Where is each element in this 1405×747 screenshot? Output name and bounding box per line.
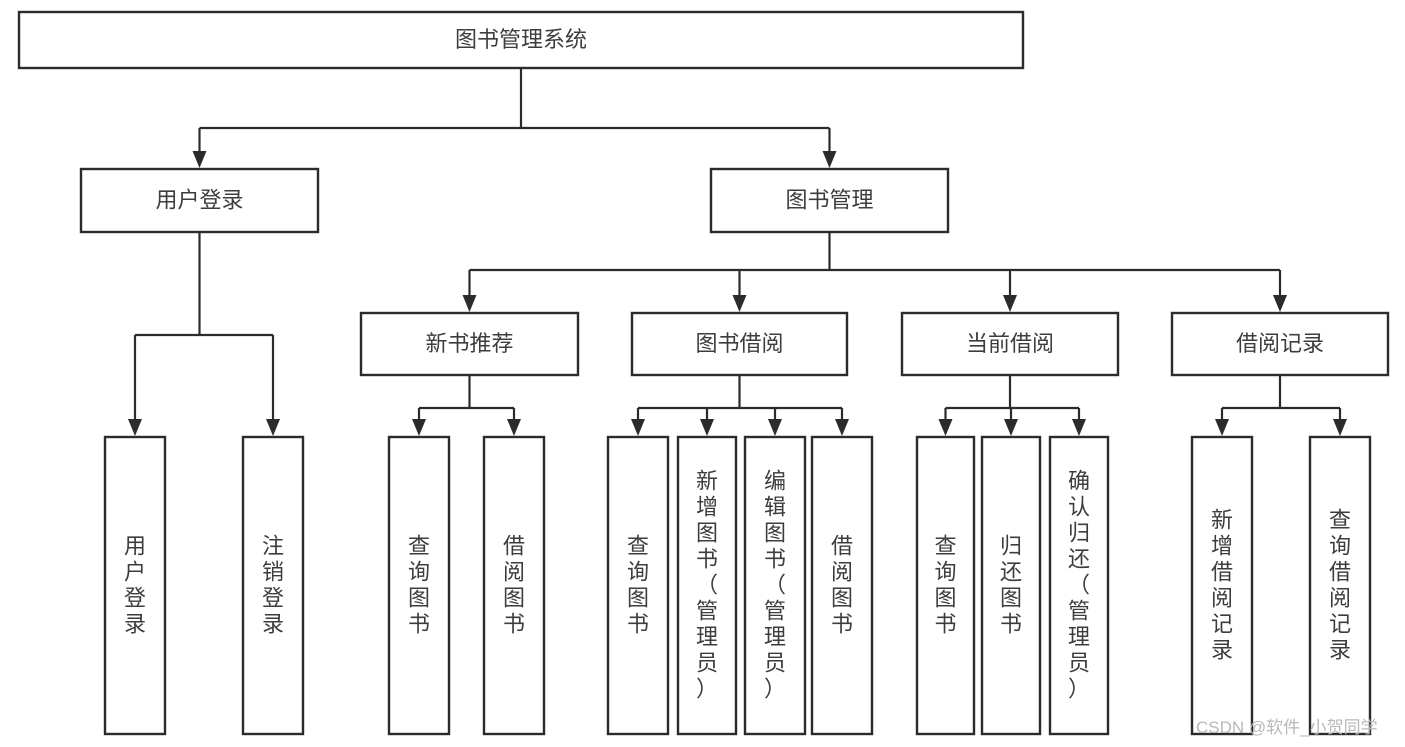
node-group[interactable]: 借阅记录 bbox=[1170, 311, 1390, 377]
arrow-head-icon bbox=[128, 419, 142, 436]
node-leaf[interactable]: 借阅图书 bbox=[810, 435, 874, 736]
node-box[interactable] bbox=[1170, 311, 1390, 377]
node-leaf[interactable]: 借阅图书 bbox=[482, 435, 546, 736]
node-label: 当前借阅 bbox=[966, 331, 1054, 356]
node-leaf[interactable]: 新增借阅记录 bbox=[1190, 435, 1254, 736]
arrow-head-icon bbox=[631, 419, 645, 436]
node-label: 新增借阅记录 bbox=[1211, 508, 1233, 663]
node-box[interactable] bbox=[900, 311, 1120, 377]
node-leaf[interactable]: 确认归还（管理员） bbox=[1048, 435, 1110, 736]
node-group[interactable]: 当前借阅 bbox=[900, 311, 1120, 377]
arrow-head-icon bbox=[938, 419, 953, 436]
node-box[interactable] bbox=[709, 167, 950, 234]
arrow-head-icon bbox=[1215, 419, 1229, 436]
node-label: 确认归还（管理员） bbox=[1068, 469, 1090, 702]
node-group[interactable]: 图书借阅 bbox=[630, 311, 849, 377]
node-label: 借阅记录 bbox=[1236, 331, 1324, 356]
node-leaf[interactable]: 新增图书（管理员） bbox=[676, 435, 738, 736]
arrow-head-icon bbox=[192, 151, 207, 168]
node-box[interactable] bbox=[482, 435, 546, 736]
node-label: 借阅图书 bbox=[503, 534, 525, 637]
connector-layer bbox=[128, 68, 1347, 436]
node-box[interactable] bbox=[606, 435, 670, 736]
arrow-head-icon bbox=[1003, 295, 1017, 312]
arrow-head-icon bbox=[732, 295, 747, 312]
node-layer: 图书管理系统用户登录图书管理用户登录注销登录新书推荐查询图书借阅图书图书借阅查询… bbox=[17, 10, 1390, 736]
node-box[interactable] bbox=[980, 435, 1042, 736]
node-label: 用户登录 bbox=[124, 534, 146, 637]
node-group[interactable]: 图书管理系统 bbox=[17, 10, 1025, 70]
node-group[interactable]: 用户登录 bbox=[79, 167, 320, 234]
arrow-head-icon bbox=[822, 151, 837, 168]
node-label: 编辑图书（管理员） bbox=[764, 469, 786, 702]
node-label: 新书推荐 bbox=[425, 331, 513, 356]
node-label: 查询借阅记录 bbox=[1329, 508, 1351, 663]
node-group[interactable]: 新书推荐 bbox=[359, 311, 580, 377]
node-box[interactable] bbox=[241, 435, 305, 736]
arrow-head-icon bbox=[768, 419, 782, 436]
arrow-head-icon bbox=[1004, 419, 1018, 436]
node-box[interactable] bbox=[1308, 435, 1372, 736]
csdn-watermark: CSDN @软件_小贺同学 bbox=[1196, 718, 1378, 737]
node-label: 图书借阅 bbox=[695, 331, 783, 356]
arrow-head-icon bbox=[462, 295, 477, 312]
node-box[interactable] bbox=[676, 435, 738, 736]
node-box[interactable] bbox=[630, 311, 849, 377]
node-leaf[interactable]: 查询图书 bbox=[915, 435, 976, 736]
node-box[interactable] bbox=[359, 311, 580, 377]
node-leaf[interactable]: 归还图书 bbox=[980, 435, 1042, 736]
node-label: 注销登录 bbox=[262, 534, 284, 637]
arrow-head-icon bbox=[412, 419, 426, 436]
node-leaf[interactable]: 注销登录 bbox=[241, 435, 305, 736]
arrow-head-icon bbox=[1273, 295, 1287, 312]
node-group[interactable]: 图书管理 bbox=[709, 167, 950, 234]
arrow-head-icon bbox=[835, 419, 849, 436]
node-leaf[interactable]: 查询借阅记录 bbox=[1308, 435, 1372, 736]
arrow-head-icon bbox=[266, 419, 280, 436]
node-label: 归还图书 bbox=[1000, 534, 1022, 637]
node-leaf[interactable]: 编辑图书（管理员） bbox=[743, 435, 807, 736]
node-box[interactable] bbox=[79, 167, 320, 234]
arrow-head-icon bbox=[1072, 419, 1086, 436]
node-leaf[interactable]: 用户登录 bbox=[103, 435, 167, 736]
node-box[interactable] bbox=[103, 435, 167, 736]
node-box[interactable] bbox=[17, 10, 1025, 70]
node-label: 查询图书 bbox=[934, 534, 956, 637]
node-label: 查询图书 bbox=[408, 534, 430, 637]
node-box[interactable] bbox=[743, 435, 807, 736]
node-box[interactable] bbox=[387, 435, 451, 736]
node-box[interactable] bbox=[1190, 435, 1254, 736]
arrow-head-icon bbox=[507, 419, 521, 436]
node-label: 借阅图书 bbox=[831, 534, 853, 637]
arrow-head-icon bbox=[1333, 419, 1347, 436]
node-leaf[interactable]: 查询图书 bbox=[606, 435, 670, 736]
node-box[interactable] bbox=[1048, 435, 1110, 736]
arrow-head-icon bbox=[700, 419, 714, 436]
node-label: 新增图书（管理员） bbox=[696, 469, 718, 702]
node-label: 查询图书 bbox=[627, 534, 649, 637]
node-label: 图书管理系统 bbox=[455, 27, 587, 52]
node-box[interactable] bbox=[810, 435, 874, 736]
node-leaf[interactable]: 查询图书 bbox=[387, 435, 451, 736]
node-label: 用户登录 bbox=[155, 187, 243, 212]
node-box[interactable] bbox=[915, 435, 976, 736]
node-label: 图书管理 bbox=[785, 187, 873, 212]
